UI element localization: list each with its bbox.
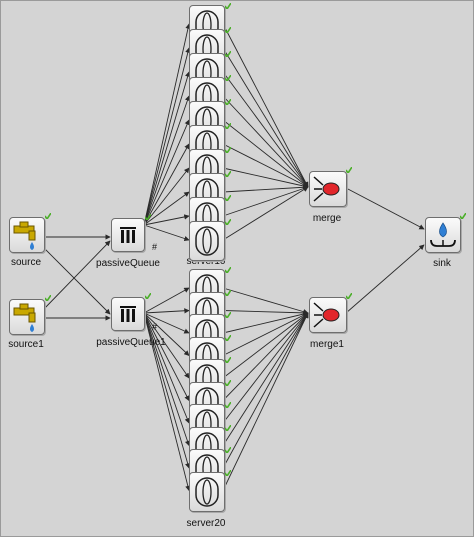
status-ok-icon [225,267,231,273]
connection-wire [143,312,190,402]
status-ok-icon [225,3,231,9]
connection-wire [222,143,309,188]
connection-wire [143,119,190,226]
server-icon[interactable] [189,221,225,261]
status-ok-icon [346,167,352,173]
connection-wire [345,187,425,230]
status-ok-icon [225,447,231,453]
connection-wire [222,312,309,401]
status-ok-icon [225,51,231,57]
connection-wire [222,184,309,193]
module-label: sink [433,258,451,269]
status-ok-icon [225,402,231,408]
connection-wire [222,312,309,469]
status-ok-icon [225,424,231,431]
connection-wire [143,23,191,226]
status-ok-icon [225,75,231,81]
connection-wire [143,312,191,492]
status-ok-icon [225,195,231,201]
connection-wire [222,312,309,356]
connection-wire [222,311,309,334]
server20-label: server20 [186,518,226,529]
connection-wire [222,71,309,188]
status-ok-icon [225,99,231,105]
module-label: merge [312,213,342,224]
connection-wire [222,312,309,424]
status-ok-icon [225,123,231,129]
status-ok-icon [460,213,466,219]
connection-wire [222,167,309,189]
connection-wire [143,312,190,424]
tap-icon [9,299,45,335]
connection-wire [143,287,190,314]
connection-wire [143,191,190,226]
connection-wire [143,308,190,314]
connection-wire [222,310,309,316]
connection-wire [222,23,309,188]
status-ok-icon [225,27,231,33]
connection-wire [143,312,191,469]
server10-label: server10 [186,256,226,267]
connection-wire [143,312,190,379]
status-ok-icon [225,171,231,177]
connection-wire [222,185,309,217]
module-label: passiveQueue1 [96,337,166,348]
connection-wire [222,312,309,379]
connection-wire [345,244,425,314]
connection-wire [222,119,309,188]
connection-wire [143,312,190,334]
tap-icon [9,217,45,253]
connection-wire [222,47,309,188]
connection-wire [143,47,191,226]
queue-icon [111,218,145,252]
status-ok-icon [225,147,231,153]
connection-wire [143,312,190,356]
queue-icon [111,297,145,331]
connection-wire [222,312,309,491]
status-ok-icon [45,295,51,301]
status-ok-icon [346,293,352,299]
connection-wire [143,143,190,226]
connection-wire [143,224,190,242]
status-ok-icon [45,213,51,219]
sink-icon [425,217,461,253]
connection-wire [143,214,190,226]
merge-icon [309,297,347,333]
status-ok-icon [225,357,231,363]
connection-wire [143,312,191,447]
connection-wire [222,287,309,315]
connection-wire [42,240,111,311]
status-ok-icon [225,379,231,386]
server-icon[interactable] [189,471,225,512]
connection-wire [222,312,309,446]
merge-icon [309,171,347,207]
connection-wire [143,167,190,226]
module-label: passiveQueue [96,258,160,269]
module-label: source [10,257,41,268]
status-ok-icon [225,312,231,318]
gate-label: # [152,322,158,332]
connection-wire [143,71,191,226]
status-ok-icon [225,289,231,296]
connection-wire [42,246,111,315]
connection-wire [222,186,309,241]
module-label: source1 [8,339,44,350]
status-ok-icon [145,214,151,220]
status-ok-icon [225,219,231,225]
connection-wire [143,95,190,226]
status-ok-icon [225,334,231,341]
status-ok-icon [225,469,231,476]
status-ok-icon [145,293,151,299]
connection-wire [222,95,309,188]
gate-label: # [152,242,158,252]
module-label: merge1 [310,339,344,350]
